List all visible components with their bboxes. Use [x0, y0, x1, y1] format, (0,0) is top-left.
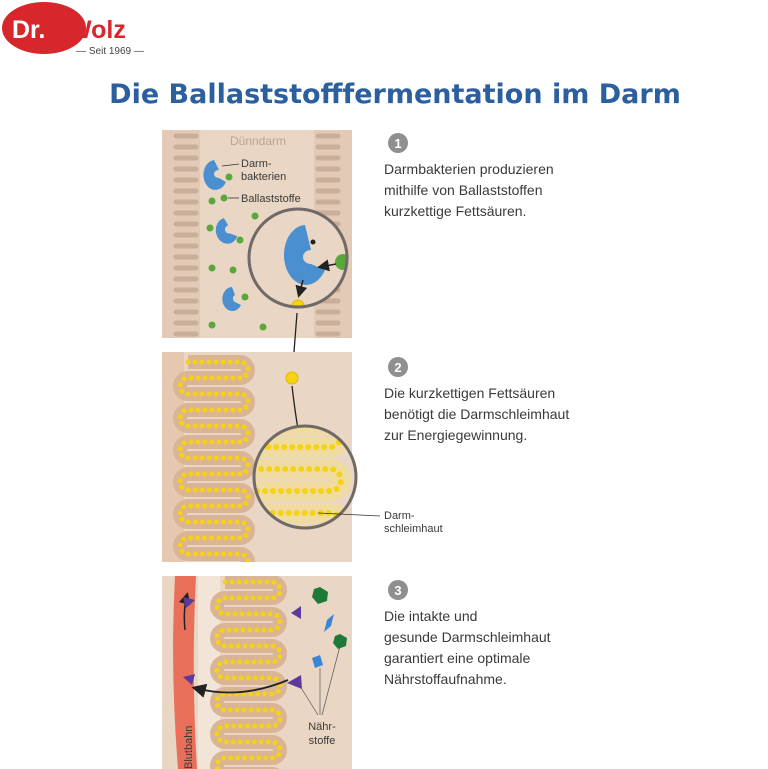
region-label: Dünndarm	[230, 134, 286, 148]
bacteria-group	[203, 160, 241, 311]
step-text-line: kurzkettige Fettsäuren.	[384, 203, 526, 219]
bacterium	[222, 287, 241, 311]
nutrients	[183, 587, 347, 716]
label-nutrients-2: stoffe	[309, 735, 336, 747]
step-number: 3	[394, 583, 401, 598]
magnifier-bacteria	[247, 207, 349, 309]
logo-dr: Dr.	[12, 16, 45, 44]
step-text-line: mithilfe von Ballaststoffen	[384, 182, 543, 198]
label-fiber: Ballaststoffe	[241, 193, 301, 205]
bacterium	[203, 160, 226, 190]
step-number: 2	[394, 360, 401, 375]
logo-tagline: — Seit 1969 —	[76, 46, 144, 57]
step-text-line: Die kurzkettigen Fettsäuren	[384, 385, 555, 401]
step-text-line: Nährstoffaufnahme.	[384, 671, 507, 687]
step-text-line: gesunde Darmschleimhaut	[384, 629, 551, 645]
label-blood: Blutbahn	[183, 726, 195, 769]
step-text-line: Darmbakterien produzieren	[384, 161, 554, 177]
step-text-line: garantiert eine optimale	[384, 650, 531, 666]
label-mucosa-2: schleimhaut	[384, 523, 443, 535]
label-mucosa: Darm-	[384, 510, 415, 522]
logo-wolz: Wolz	[68, 16, 126, 44]
logo-ellipse	[2, 2, 86, 54]
label-nutrients: Nähr-	[308, 721, 336, 733]
panel-nutrients: Blutbahn	[162, 576, 352, 769]
label-bacteria-2: bakterien	[241, 171, 286, 183]
logo[interactable]: Dr. Wolz — Seit 1969 —	[2, 2, 144, 57]
step-text-line: zur Energiegewinnung.	[384, 427, 527, 443]
step-text-line: Die intakte und	[384, 608, 477, 624]
step-number-badge	[388, 357, 408, 377]
label-bacteria: Darm-	[241, 158, 272, 170]
fatty-acid	[285, 371, 299, 385]
page-title: Die Ballaststofffermentation im Darm	[109, 79, 681, 110]
step-text-line: benötigt die Darmschleimhaut	[384, 406, 569, 422]
step-number-badge	[388, 580, 408, 600]
magnifier-mucosa	[252, 424, 358, 530]
step-number-badge	[388, 133, 408, 153]
step-number: 1	[394, 136, 401, 151]
fiber-dots	[206, 173, 267, 331]
bacterium	[215, 218, 238, 244]
